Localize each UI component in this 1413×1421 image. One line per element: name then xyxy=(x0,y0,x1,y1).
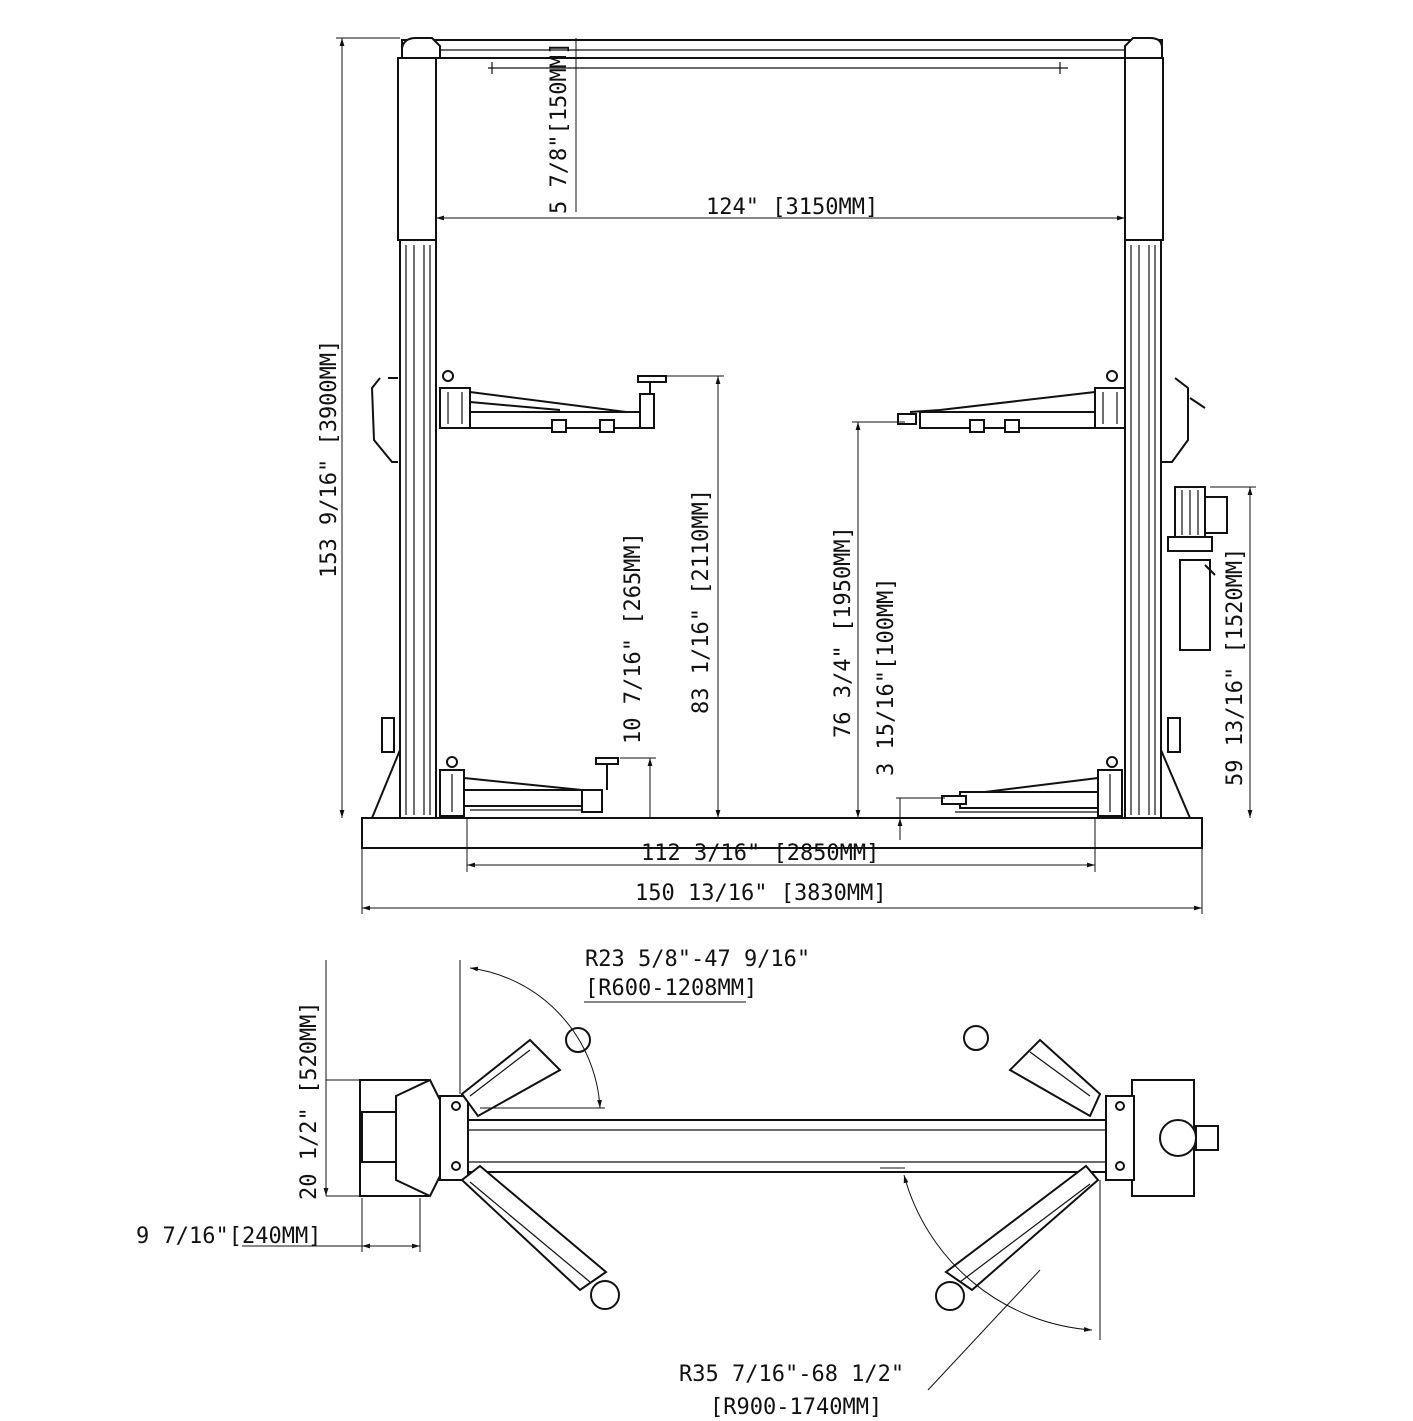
plan-crossbeam xyxy=(459,1119,1121,1173)
left-upper-arm xyxy=(439,370,667,433)
front-elevation xyxy=(336,37,1256,914)
plan-left-column xyxy=(359,1078,469,1198)
plan-arm-right-down xyxy=(935,1164,1100,1311)
dim-total-height: 153 9/16" [3900MM] xyxy=(317,340,342,578)
dim-max-lift: 83 1/16" [2110MM] xyxy=(689,489,714,714)
dim-lift-1950: 76 3/4" [1950MM] xyxy=(831,526,856,738)
dim-unit-height: 59 13/16" [1520MM] xyxy=(1223,548,1248,786)
plan-arm-left-down xyxy=(460,1164,620,1310)
dim-low-100: 3 15/16"[100MM] xyxy=(874,577,899,776)
base-plate xyxy=(361,817,1203,849)
plan-dimension-lines xyxy=(242,960,1101,1391)
left-column xyxy=(370,57,437,819)
dim-inner-width: 124" [3150MM] xyxy=(706,195,878,220)
plan-right-column xyxy=(1105,1079,1219,1197)
right-upper-arm xyxy=(897,370,1126,433)
dim-base-inner: 112 3/16" [2850MM] xyxy=(641,841,879,866)
right-column xyxy=(1124,57,1228,819)
dim-long-arm-radius-2: [R900-1740MM] xyxy=(710,1395,882,1420)
power-unit xyxy=(1167,486,1228,651)
plan-arm-right-up xyxy=(963,1025,1102,1118)
dim-base-outer: 150 13/16" [3830MM] xyxy=(635,881,887,906)
plan-view xyxy=(242,960,1219,1391)
plan-arm-left-up xyxy=(460,1027,591,1118)
dim-short-arm-radius-2: [R600-1208MM] xyxy=(585,976,757,1001)
front-dimension-lines xyxy=(336,37,1256,914)
left-lower-arm xyxy=(439,756,619,817)
dim-top-clear: 5 7/8"[150MM] xyxy=(547,42,572,214)
right-lower-arm xyxy=(941,756,1123,817)
dim-pad-height: 10 7/16" [265MM] xyxy=(621,532,646,744)
dim-column-width: 9 7/16"[240MM] xyxy=(136,1224,321,1249)
dim-long-arm-radius-1: R35 7/16"-68 1/2" xyxy=(679,1362,904,1387)
top-crossbeam xyxy=(401,37,1163,74)
dim-column-depth: 20 1/2" [520MM] xyxy=(297,1001,322,1200)
dim-short-arm-radius-1: R23 5/8"-47 9/16" xyxy=(585,947,810,972)
